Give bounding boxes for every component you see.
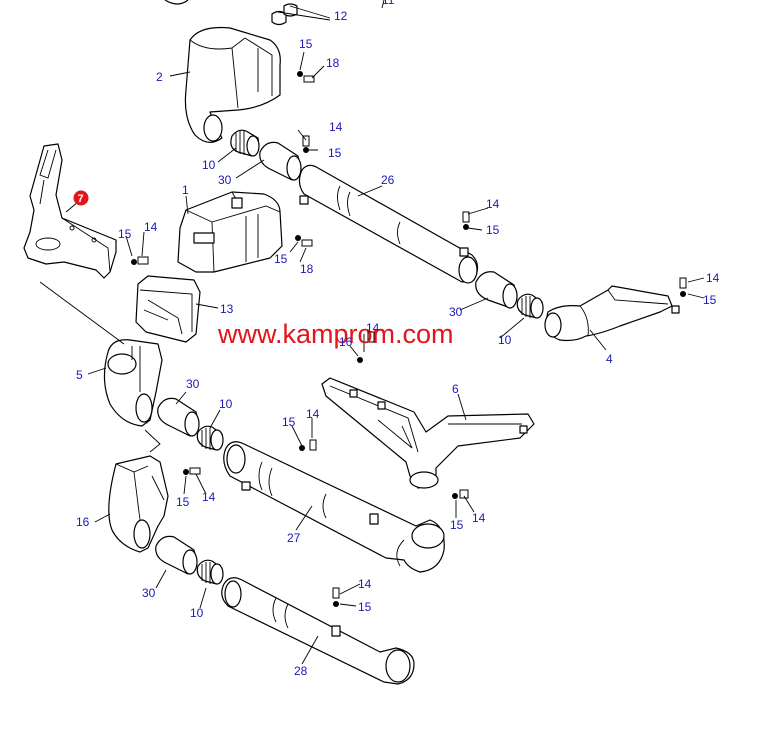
callout-30[interactable]: 30 bbox=[142, 586, 156, 600]
part-13-funnel bbox=[135, 275, 201, 343]
callout-15[interactable]: 15 bbox=[118, 227, 132, 241]
callout-30[interactable]: 30 bbox=[218, 173, 232, 187]
callout-10[interactable]: 10 bbox=[202, 158, 216, 172]
part-7-bracket bbox=[23, 143, 117, 279]
callout-14[interactable]: 14 bbox=[202, 490, 216, 504]
badge-label: 7 bbox=[78, 193, 84, 205]
callout-16[interactable]: 16 bbox=[339, 335, 353, 349]
callout-15[interactable]: 15 bbox=[328, 146, 342, 160]
callout-13[interactable]: 13 bbox=[220, 302, 234, 316]
part-16-elbow bbox=[108, 455, 169, 553]
watermark-text: www.kamprom.com bbox=[217, 319, 454, 349]
callout-18[interactable]: 18 bbox=[300, 262, 314, 276]
callout-4[interactable]: 4 bbox=[606, 352, 613, 366]
badge-circle bbox=[73, 190, 89, 206]
callout-5[interactable]: 5 bbox=[76, 368, 83, 382]
part-10-ring-right bbox=[516, 293, 544, 319]
callout-14[interactable]: 14 bbox=[706, 271, 720, 285]
callout-28[interactable]: 28 bbox=[294, 664, 308, 678]
part-30-sleeve-right bbox=[475, 271, 518, 309]
callout-12[interactable]: 12 bbox=[334, 9, 348, 23]
callout-30[interactable]: 30 bbox=[449, 305, 463, 319]
part-26-pipe bbox=[298, 164, 479, 284]
callout-27[interactable]: 27 bbox=[287, 531, 301, 545]
part-30-sleeve-upper bbox=[259, 141, 302, 181]
callout-1[interactable]: 1 bbox=[182, 183, 189, 197]
callout-2[interactable]: 2 bbox=[156, 70, 163, 84]
callout-15[interactable]: 15 bbox=[450, 518, 464, 532]
callout-16[interactable]: 16 bbox=[76, 515, 90, 529]
part-30-sleeve-low bbox=[155, 535, 198, 575]
callout-14[interactable]: 14 bbox=[329, 120, 343, 134]
bolts bbox=[131, 71, 687, 607]
callout-10[interactable]: 10 bbox=[219, 397, 233, 411]
callout-15[interactable]: 15 bbox=[299, 37, 313, 51]
part-1-box-duct bbox=[177, 191, 283, 273]
callout-14[interactable]: 14 bbox=[472, 511, 486, 525]
callout-14[interactable]: 14 bbox=[144, 220, 158, 234]
part-4-duct bbox=[544, 285, 680, 342]
callouts: 11 12 2 15 18 14 15 10 30 26 1 14 15 14 … bbox=[76, 0, 720, 678]
callout-30[interactable]: 30 bbox=[186, 377, 200, 391]
part-28-pipe bbox=[221, 577, 415, 685]
part-2-elbow-housing bbox=[184, 26, 281, 143]
part-5-elbow bbox=[103, 339, 163, 427]
part-30-sleeve-mid bbox=[157, 397, 200, 437]
callout-15[interactable]: 15 bbox=[486, 223, 500, 237]
callout-15[interactable]: 15 bbox=[282, 415, 296, 429]
callout-18[interactable]: 18 bbox=[326, 56, 340, 70]
part-10-ring-mid bbox=[196, 425, 224, 451]
callout-10[interactable]: 10 bbox=[190, 606, 204, 620]
callout-15[interactable]: 15 bbox=[703, 293, 717, 307]
part-10-ring-low bbox=[196, 559, 224, 585]
part-6-bracket bbox=[321, 377, 535, 489]
callout-14[interactable]: 14 bbox=[486, 197, 500, 211]
callout-15[interactable]: 15 bbox=[274, 252, 288, 266]
callout-15[interactable]: 15 bbox=[176, 495, 190, 509]
callout-10[interactable]: 10 bbox=[498, 333, 512, 347]
callout-14[interactable]: 14 bbox=[306, 407, 320, 421]
part-10-ring-upper bbox=[230, 129, 260, 157]
callout-14[interactable]: 14 bbox=[358, 577, 372, 591]
callout-11[interactable]: 11 bbox=[382, 0, 395, 7]
part-27-pipe bbox=[223, 441, 445, 573]
callout-26[interactable]: 26 bbox=[381, 173, 395, 187]
callout-6[interactable]: 6 bbox=[452, 382, 459, 396]
callout-14[interactable]: 14 bbox=[366, 321, 380, 335]
callout-15[interactable]: 15 bbox=[358, 600, 372, 614]
part-12-caps bbox=[164, 0, 298, 26]
leader-lines bbox=[39, 0, 705, 665]
part-7-badge[interactable]: 7 bbox=[73, 190, 89, 206]
